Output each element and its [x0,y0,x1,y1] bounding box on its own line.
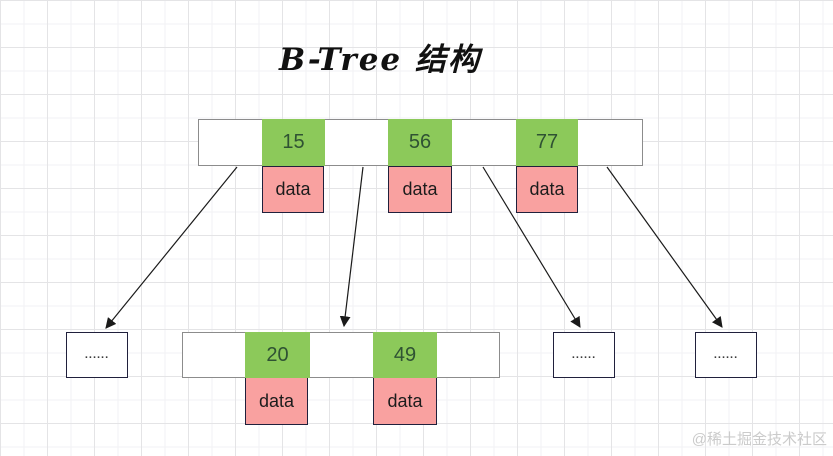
child-ellipsis-box: ...... [66,332,128,378]
child-key-cell: 20 [245,332,310,378]
watermark: @稀土掘金技术社区 [691,431,827,448]
root-data-box: data [388,166,452,213]
diagram-title: B-Tree 结构 [279,42,481,78]
arrow-root-to-middle-child [339,166,364,328]
middle-child-node [182,332,500,378]
arrow-root-to-right-child-2 [606,166,723,328]
root-key-cell: 56 [388,119,452,166]
child-key-cell: 49 [373,332,437,378]
root-data-box: data [516,166,578,213]
root-data-box: data [262,166,324,213]
child-ellipsis-box: ...... [695,332,757,378]
child-ellipsis-box: ...... [553,332,615,378]
child-data-box: data [245,377,308,425]
child-data-box: data [373,377,437,425]
arrow-root-to-left-child [105,166,238,329]
root-key-cell: 15 [262,119,325,166]
root-key-cell: 77 [516,119,578,166]
